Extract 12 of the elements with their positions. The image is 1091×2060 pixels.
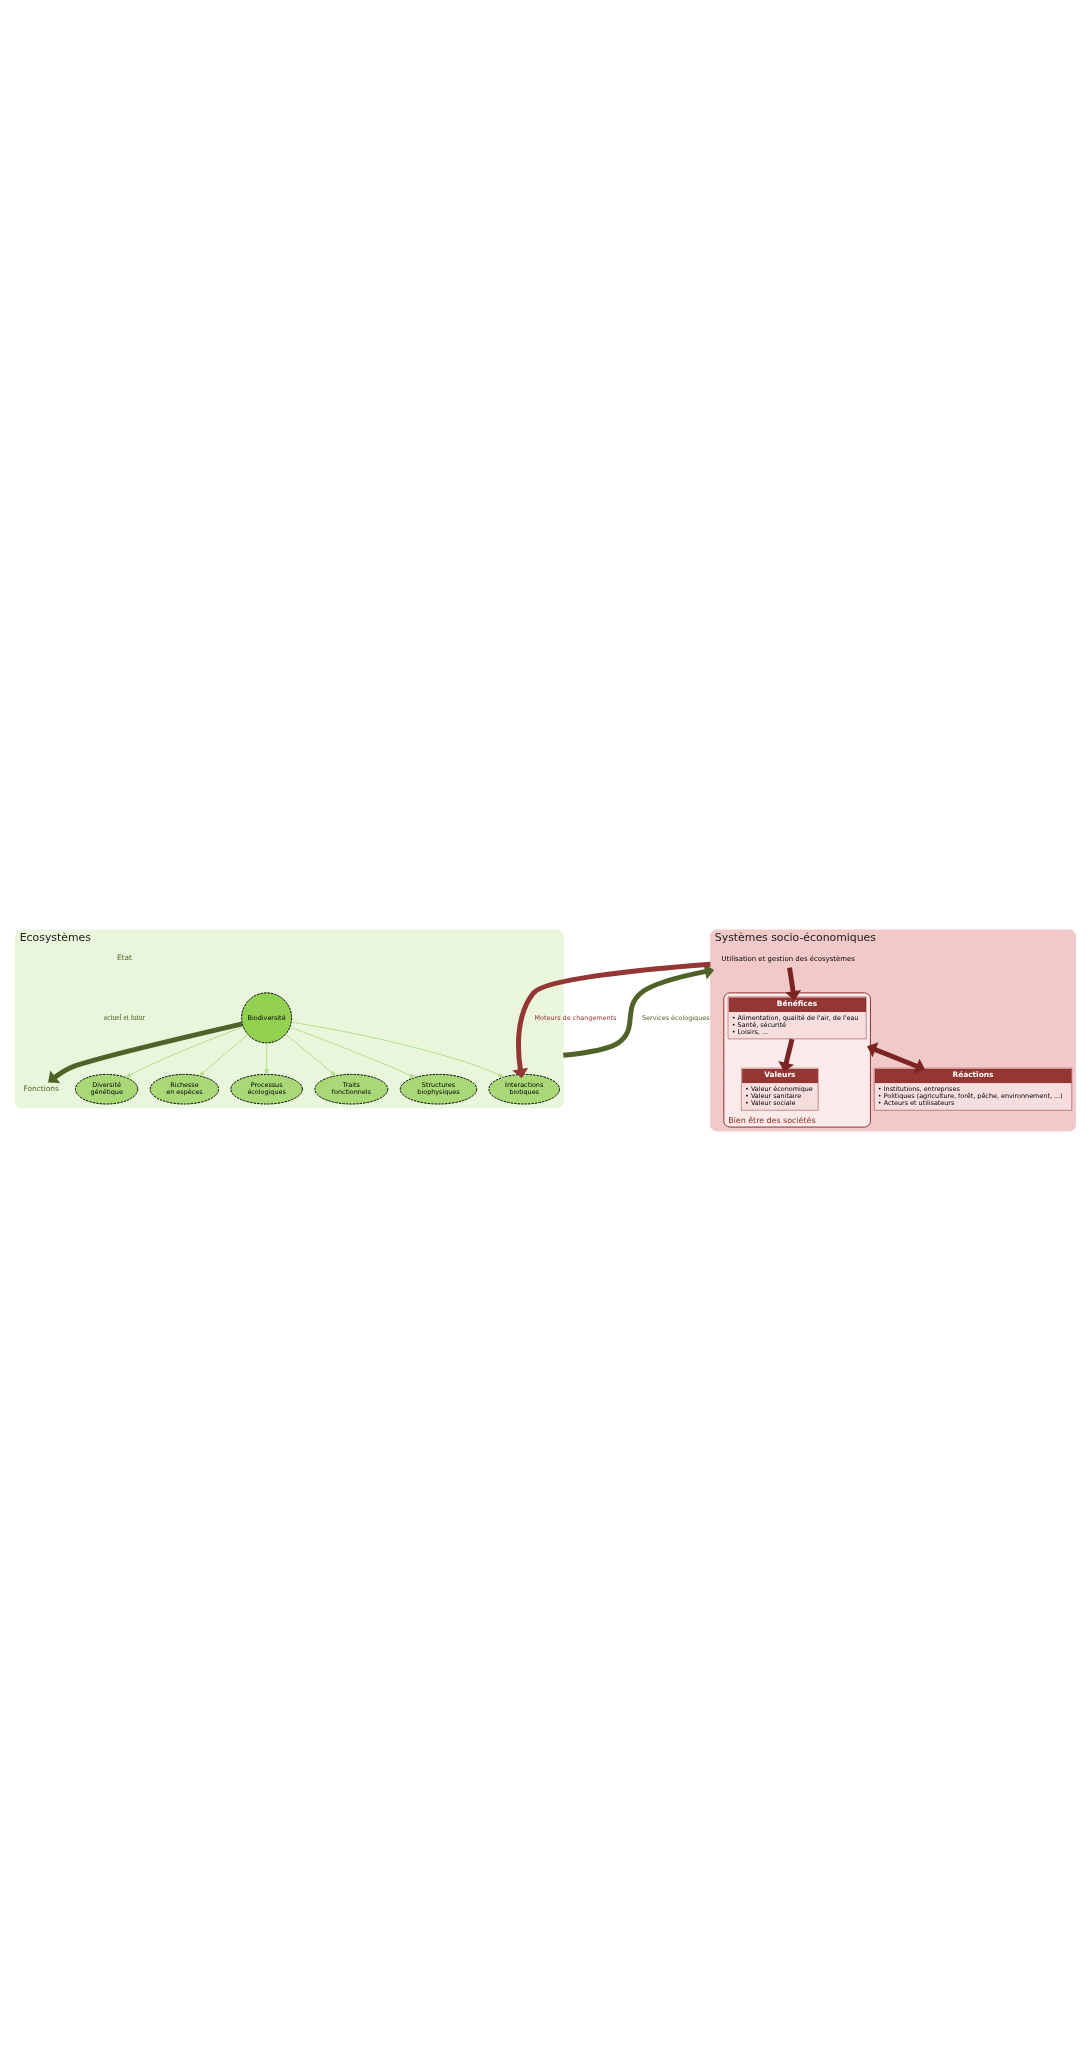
arrow — [48, 1021, 243, 1083]
arrow — [785, 966, 802, 1000]
arrow — [866, 1041, 926, 1074]
arrow — [285, 1033, 337, 1076]
arrow — [290, 1021, 504, 1078]
arrow — [198, 1033, 249, 1076]
arrow — [778, 1038, 795, 1072]
arrow — [264, 1041, 269, 1075]
arrow — [512, 961, 711, 1078]
arrow — [289, 1026, 416, 1078]
label: actuel et futur — [103, 1012, 146, 1022]
arrow — [125, 1025, 244, 1078]
